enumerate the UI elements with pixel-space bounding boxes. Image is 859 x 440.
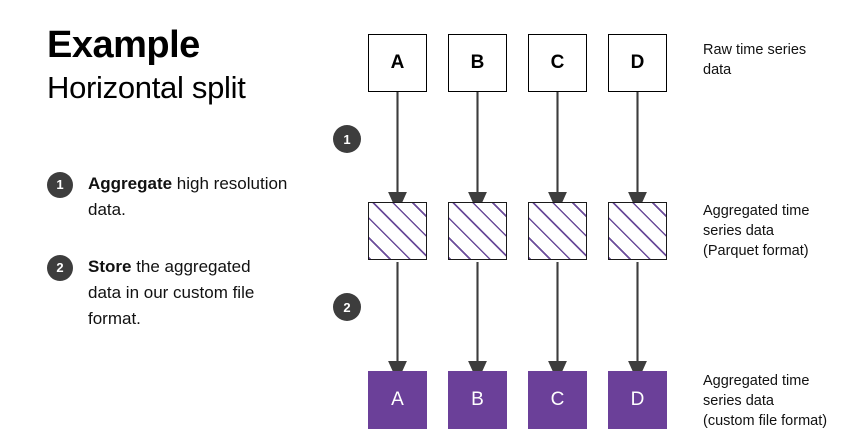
step-number-badge-1: 1 <box>47 172 73 198</box>
diagram-step-badge-1: 1 <box>333 125 361 153</box>
stored-node-a: A <box>368 371 427 429</box>
page-title: Example <box>47 24 200 66</box>
raw-node-b: B <box>448 34 507 92</box>
page-subtitle: Horizontal split <box>47 70 246 105</box>
raw-node-a: A <box>368 34 427 92</box>
stored-node-d: D <box>608 371 667 429</box>
step-description-2: Store the aggregated data in our custom … <box>88 254 288 332</box>
aggregated-node-d <box>608 202 667 260</box>
aggregated-node-b <box>448 202 507 260</box>
row-label-raw: Raw time series data <box>703 42 807 78</box>
raw-node-d: D <box>608 34 667 92</box>
row-label-stored: Aggregated time series data (custom file… <box>703 373 828 429</box>
stored-node-c: C <box>528 371 587 429</box>
step-rest-2: the aggregated data in our custom file f… <box>88 257 255 328</box>
aggregated-node-a <box>368 202 427 260</box>
step-number-badge-2: 2 <box>47 255 73 281</box>
left-text-panel: Example Horizontal split 1 Aggregate hig… <box>0 0 330 440</box>
step-rest-1: high resolution data. <box>88 174 288 219</box>
aggregated-node-c <box>528 202 587 260</box>
step-description-1: Aggregate high resolution data. <box>88 171 288 223</box>
raw-node-c: C <box>528 34 587 92</box>
diagram-step-badge-2: 2 <box>333 293 361 321</box>
row-label-aggregated: Aggregated time series data (Parquet for… <box>703 203 810 259</box>
stored-node-b: B <box>448 371 507 429</box>
step-lead-1: Aggregate <box>88 174 173 193</box>
step-lead-2: Store <box>88 257 132 276</box>
